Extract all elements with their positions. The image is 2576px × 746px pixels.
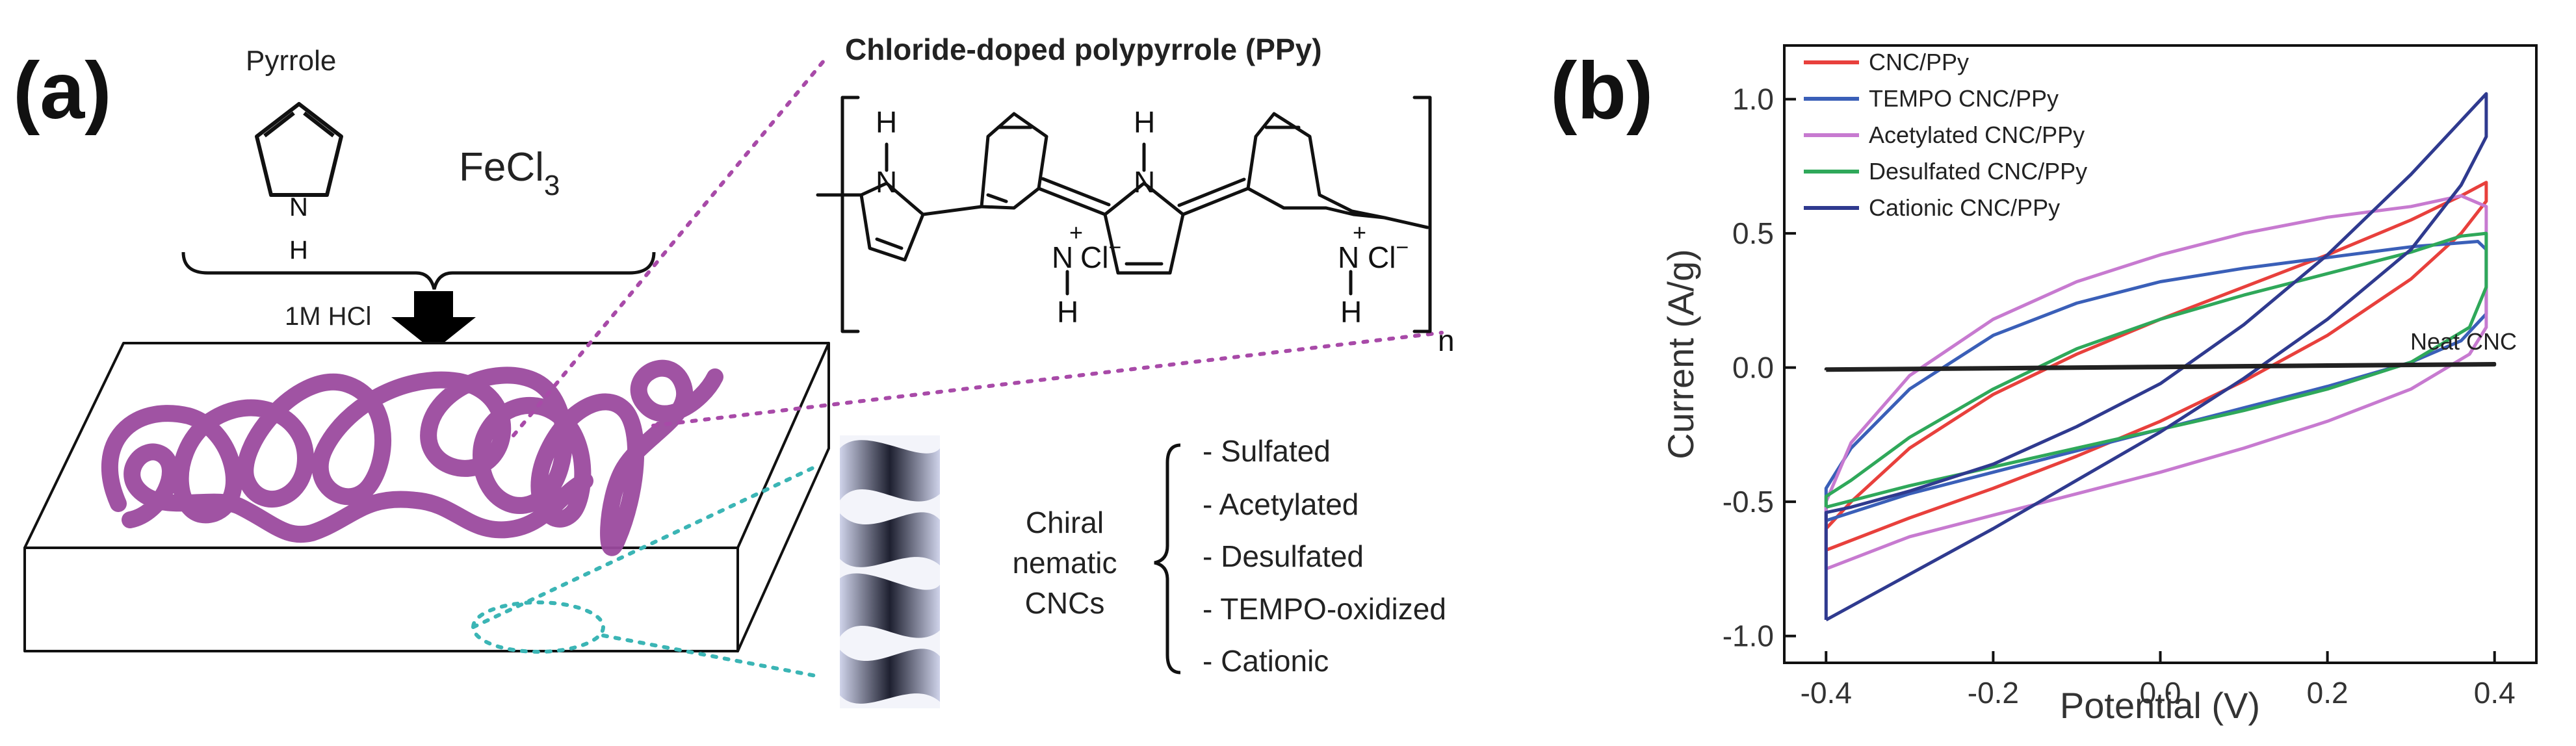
- ppy-h-1: H: [876, 105, 897, 139]
- ppy-cl-2: Cl−: [1080, 235, 1121, 274]
- fecl3-subscript: 3: [544, 170, 560, 201]
- neat-cnc-annotation: Neat CNC: [2410, 328, 2517, 355]
- cnc-type-tempo: - TEMPO-oxidized: [1203, 592, 1446, 626]
- cnc-type-cationic: - Cationic: [1203, 644, 1329, 678]
- panel-a-label: (a): [13, 46, 112, 136]
- cnc-type-acetylated: - Acetylated: [1203, 487, 1359, 521]
- legend-entry: Cationic CNC/PPy: [1869, 194, 2060, 221]
- series-line-cationic-cnc-ppy: [1824, 92, 2488, 622]
- series-line-acetylated-cnc-ppy: [1824, 194, 2488, 571]
- ppy-plus-4: +: [1353, 219, 1366, 246]
- ppy-atom-labels: H N N + Cl− H H N N + Cl− H n: [876, 105, 1455, 357]
- ppy-n-4: N: [1338, 240, 1359, 274]
- cnc-type-sulfated: - Sulfated: [1203, 434, 1331, 468]
- ppy-cl-4: Cl−: [1368, 235, 1409, 274]
- cnc-types-list: - Sulfated - Acetylated - Desulfated - T…: [1203, 434, 1446, 678]
- legend-entry: Acetylated CNC/PPy: [1869, 122, 2085, 148]
- series-line-neat-cnc: [1824, 362, 2497, 372]
- series-layer: [1824, 92, 2497, 622]
- ppy-repeat-n: n: [1438, 324, 1455, 357]
- y-axis-label: Current (A/g): [1660, 249, 1701, 459]
- x-ticks: -0.4 -0.2 0.0 0.2 0.4: [1801, 651, 2516, 710]
- ppy-h-2: H: [1057, 295, 1078, 329]
- cv-chart: -0.4 -0.2 0.0 0.2 0.4 -1.0 -0.5 0.0 0.5 1.0 CNC/…: [1660, 44, 2538, 726]
- y-tick-label: -1.0: [1723, 619, 1774, 653]
- cnc-group-line-3: CNCs: [1025, 586, 1105, 620]
- legend-entry: Desulfated CNC/PPy: [1869, 158, 2087, 185]
- y-tick-label: -0.5: [1723, 485, 1774, 519]
- pyrrole-label: Pyrrole: [246, 45, 336, 77]
- x-tick-label: 0.0: [2140, 676, 2181, 710]
- ppy-title: Chloride-doped polypyrrole (PPy): [845, 32, 1322, 66]
- ppy-plus-2: +: [1069, 219, 1083, 246]
- panel-b-label: (b): [1550, 46, 1653, 136]
- pyrrole-structure: [255, 102, 343, 197]
- reactant-brace: [181, 251, 656, 290]
- reaction-arrow: [391, 291, 476, 351]
- y-tick-label: 0.5: [1732, 216, 1774, 250]
- cnc-group-line-2: nematic: [1012, 546, 1117, 580]
- y-tick-label: 0.0: [1732, 351, 1774, 385]
- cnc-types-brace: [1154, 443, 1181, 675]
- plot-frame: [1783, 44, 2538, 664]
- ppy-n-3: N: [1134, 165, 1155, 199]
- x-tick-label: -0.4: [1801, 676, 1852, 710]
- y-tick-label: 1.0: [1732, 83, 1774, 116]
- ppy-n-2: N: [1052, 240, 1073, 274]
- series-line-desulfated-cnc-ppy: [1824, 231, 2488, 509]
- zoom-lines-cnc: [471, 465, 818, 678]
- zoom-lines-ppy: [512, 55, 1444, 437]
- y-ticks: -1.0 -0.5 0.0 0.5 1.0: [1723, 83, 1796, 653]
- ppy-h-3: H: [1134, 105, 1155, 139]
- cnc-group-label: Chiral nematic CNCs: [1012, 506, 1117, 620]
- cnc-helix: [840, 435, 940, 708]
- hcl-label: 1M HCl: [285, 302, 371, 331]
- pyrrole-h: H: [289, 236, 308, 264]
- ppy-structure: [816, 96, 1432, 333]
- ppy-n-1: N: [876, 165, 897, 199]
- ppy-chain: [101, 359, 723, 556]
- legend-entry: TEMPO CNC/PPy: [1869, 85, 2059, 112]
- legend-entry: CNC/PPy: [1869, 49, 1969, 75]
- cnc-group-line-1: Chiral: [1026, 506, 1104, 539]
- cnc-type-desulfated: - Desulfated: [1203, 539, 1364, 573]
- x-axis-label: Potential (V): [2060, 685, 2260, 726]
- x-tick-label: -0.2: [1968, 676, 2019, 710]
- panel-a: (a) Pyrrole N H FeCl3 1M HCl: [13, 32, 1455, 708]
- x-tick-label: 0.4: [2474, 676, 2516, 710]
- pyrrole-n: N: [289, 193, 308, 222]
- ppy-h-4: H: [1340, 295, 1362, 329]
- x-tick-label: 0.2: [2307, 676, 2348, 710]
- panel-b: (b) -0.4 -0.2 0.0 0.2 0.4 -1.0 -0.5 0.0 0.5 1.0 …: [1550, 44, 2538, 726]
- fecl3-label: FeCl3: [459, 145, 560, 201]
